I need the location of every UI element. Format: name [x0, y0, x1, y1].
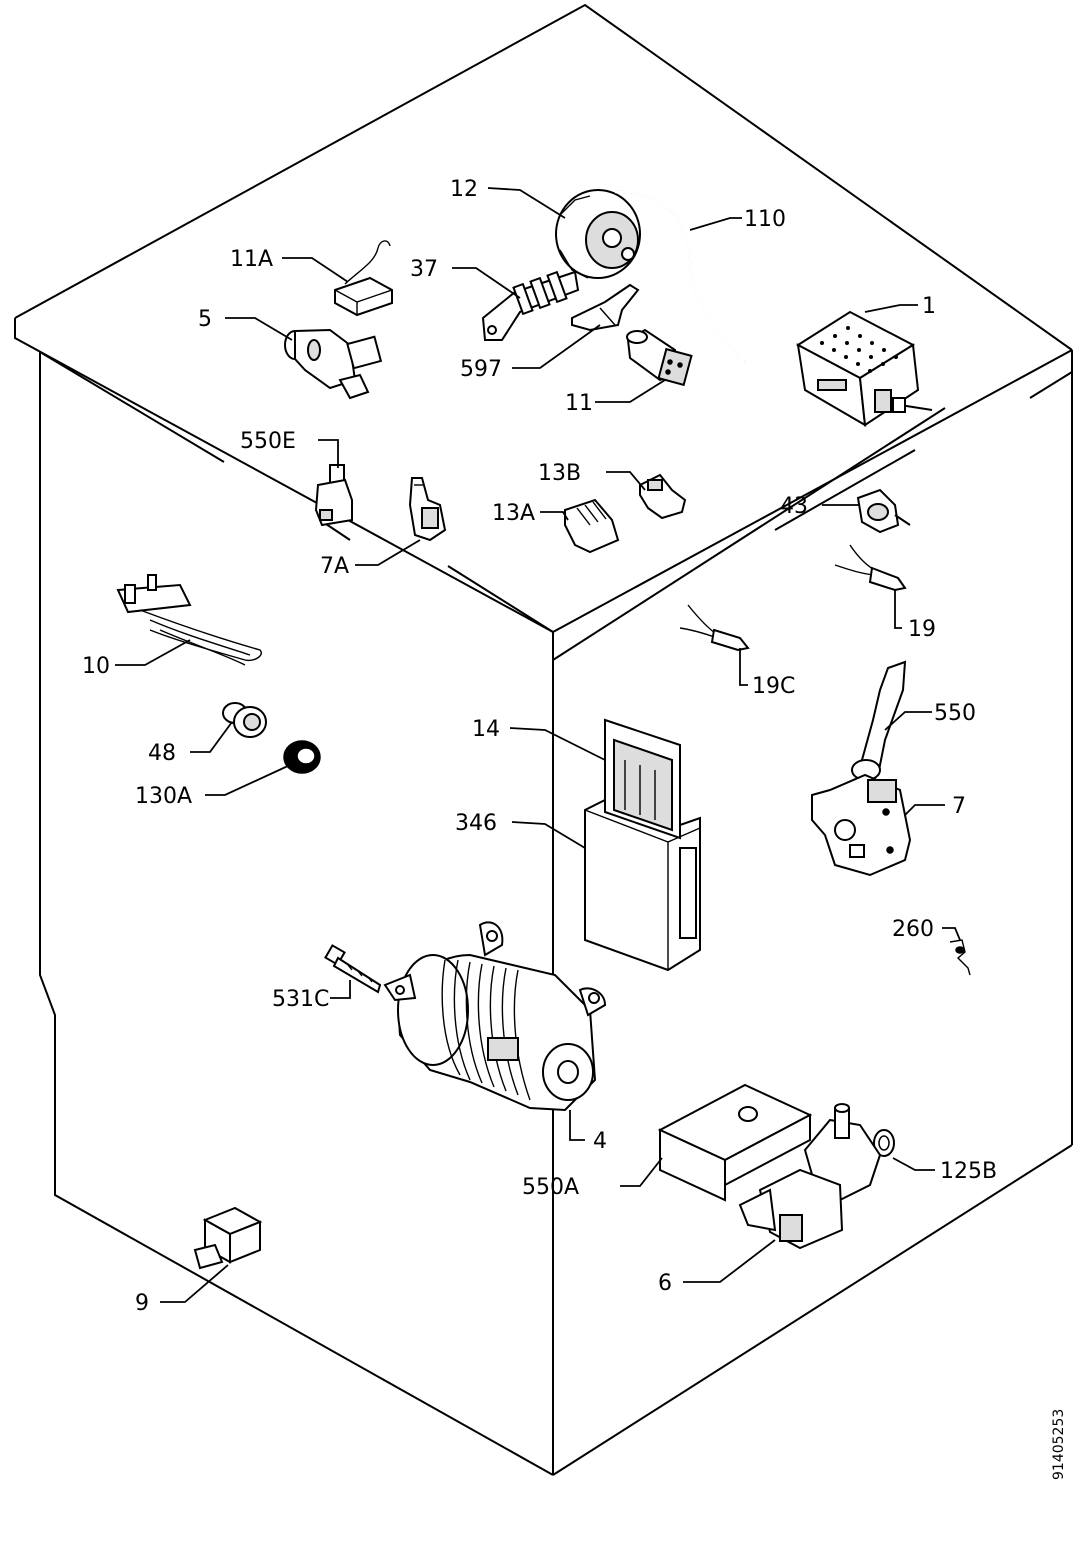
- cabinet-outline: [14, 3, 1073, 1476]
- label-550e: 550E: [240, 429, 296, 454]
- label-48: 48: [148, 741, 176, 766]
- part-11-capacitor: [626, 328, 693, 387]
- label-19: 19: [908, 617, 936, 642]
- label-12: 12: [450, 177, 478, 202]
- label-13b: 13B: [538, 461, 581, 486]
- part-260-spring-clip: [949, 939, 971, 976]
- part-5-inlet-valve: [284, 328, 383, 400]
- label-11a: 11A: [230, 247, 273, 272]
- part-48-pilot-lamp: [222, 702, 267, 738]
- part-11a-suppressor: [334, 240, 393, 317]
- label-4: 4: [593, 1129, 607, 1154]
- part-43-sensor: [856, 488, 911, 534]
- label-125b: 125B: [940, 1159, 997, 1184]
- part-597-clip: [571, 283, 640, 332]
- label-110: 110: [744, 207, 786, 232]
- part-1-programmer: [796, 310, 933, 427]
- part-14-filter: [604, 718, 681, 842]
- part-6-drain-pump: [738, 1103, 882, 1250]
- part-7a-microswitch: [408, 477, 447, 542]
- label-7a: 7A: [320, 554, 349, 579]
- part-19c-ntc-sensor: [679, 604, 750, 652]
- part-13b-connector: [639, 473, 687, 520]
- part-13a-connector-block: [564, 498, 620, 554]
- part-37-bracket: [481, 270, 580, 341]
- document-number: 91405253: [1051, 1409, 1067, 1480]
- label-346: 346: [455, 811, 497, 836]
- part-10-heating-element: [116, 574, 262, 666]
- part-4-motor: [383, 921, 607, 1112]
- label-14: 14: [472, 717, 500, 742]
- part-7-door-lock: [811, 773, 912, 877]
- label-597: 597: [460, 357, 502, 382]
- part-531c-screw: [324, 944, 382, 994]
- label-10: 10: [82, 654, 110, 679]
- label-43: 43: [780, 494, 808, 519]
- label-19c: 19C: [752, 674, 795, 699]
- label-531c: 531C: [272, 987, 329, 1012]
- label-37: 37: [410, 257, 438, 282]
- label-130a: 130A: [135, 784, 192, 809]
- part-110-hose: [614, 190, 746, 363]
- leader-lines: [115, 187, 961, 1303]
- part-labels: 12 110 11A 37 5 1 597 11 550E 13B 13A 43…: [82, 177, 997, 1316]
- label-11: 11: [565, 391, 593, 416]
- part-19-ntc-sensor: [834, 544, 907, 592]
- part-9-filter: [193, 1206, 263, 1270]
- part-125b-seal-ring: [873, 1129, 895, 1157]
- label-6: 6: [658, 1271, 672, 1296]
- label-260: 260: [892, 917, 934, 942]
- label-1: 1: [922, 294, 936, 319]
- label-7: 7: [952, 794, 966, 819]
- part-550e-switch: [314, 464, 353, 527]
- part-12-pressure-switch: [555, 189, 641, 279]
- part-550-hinge-arm: [851, 660, 907, 781]
- part-346-filter-housing: [584, 798, 701, 972]
- label-550a: 550A: [522, 1175, 579, 1200]
- label-9: 9: [135, 1291, 149, 1316]
- label-550: 550: [934, 701, 976, 726]
- part-130a-knob: [283, 740, 321, 774]
- part-550a-cover: [657, 1083, 813, 1202]
- label-5: 5: [198, 307, 212, 332]
- label-13a: 13A: [492, 501, 535, 526]
